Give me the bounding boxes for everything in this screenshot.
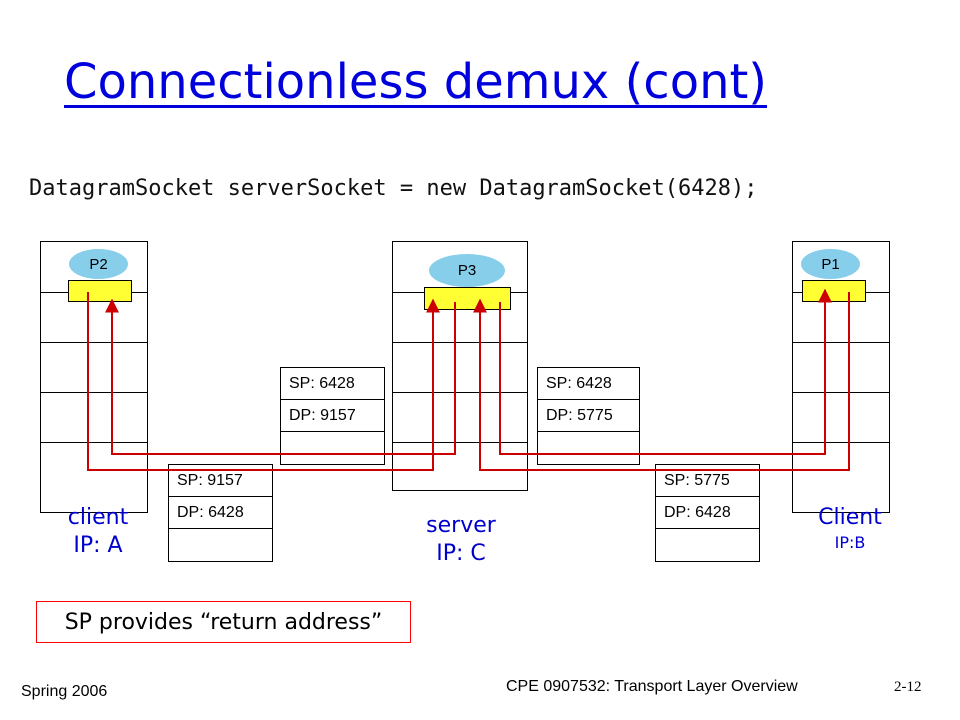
footer-season: Spring 2006 [21,683,108,700]
label-client-a-ip: IP: A [73,533,123,558]
segment-dest-port: DP: 6428 [169,497,272,529]
label-client-a-name: client [67,505,129,530]
segment-source-port: SP: 6428 [281,368,384,400]
segment-source-port: SP: 9157 [169,465,272,497]
segment-b-to-server: SP: 5775 DP: 6428 [655,464,760,562]
label-server-ip: IP: C [436,541,486,566]
segment-source-port: SP: 5775 [656,465,759,497]
segment-server-to-b: SP: 6428 DP: 5775 [537,367,640,465]
label-server-name: server [426,513,496,538]
segment-dest-port: DP: 9157 [281,400,384,432]
segment-source-port: SP: 6428 [538,368,639,400]
footer-course: CPE 0907532: Transport Layer Overview [506,678,798,695]
label-client-b: Client IP:B [800,504,900,554]
process-p3: P3 [429,254,505,287]
label-client-b-ip: IP:B [834,533,866,552]
segment-dest-port: DP: 6428 [656,497,759,529]
footer-page-number: 2-12 [894,679,922,695]
process-p2: P2 [69,249,128,279]
socket-p3 [424,287,511,310]
socket-p2 [68,280,132,302]
label-server: server IP: C [406,512,516,568]
code-line: DatagramSocket serverSocket = new Datagr… [29,176,758,201]
note-box: SP provides “return address” [36,601,411,643]
arrow-server-to-b [499,288,832,455]
process-p1: P1 [801,249,860,279]
label-client-b-name: Client [818,505,882,530]
arrow-a-to-server [87,292,440,471]
segment-server-to-a: SP: 6428 DP: 9157 [280,367,385,465]
segment-a-to-server: SP: 9157 DP: 6428 [168,464,273,562]
arrow-b-to-server [473,292,850,471]
page-title: Connectionless demux (cont) [64,54,768,110]
segment-dest-port: DP: 5775 [538,400,639,432]
arrow-server-to-a [105,298,456,455]
label-client-a: client IP: A [48,504,148,560]
